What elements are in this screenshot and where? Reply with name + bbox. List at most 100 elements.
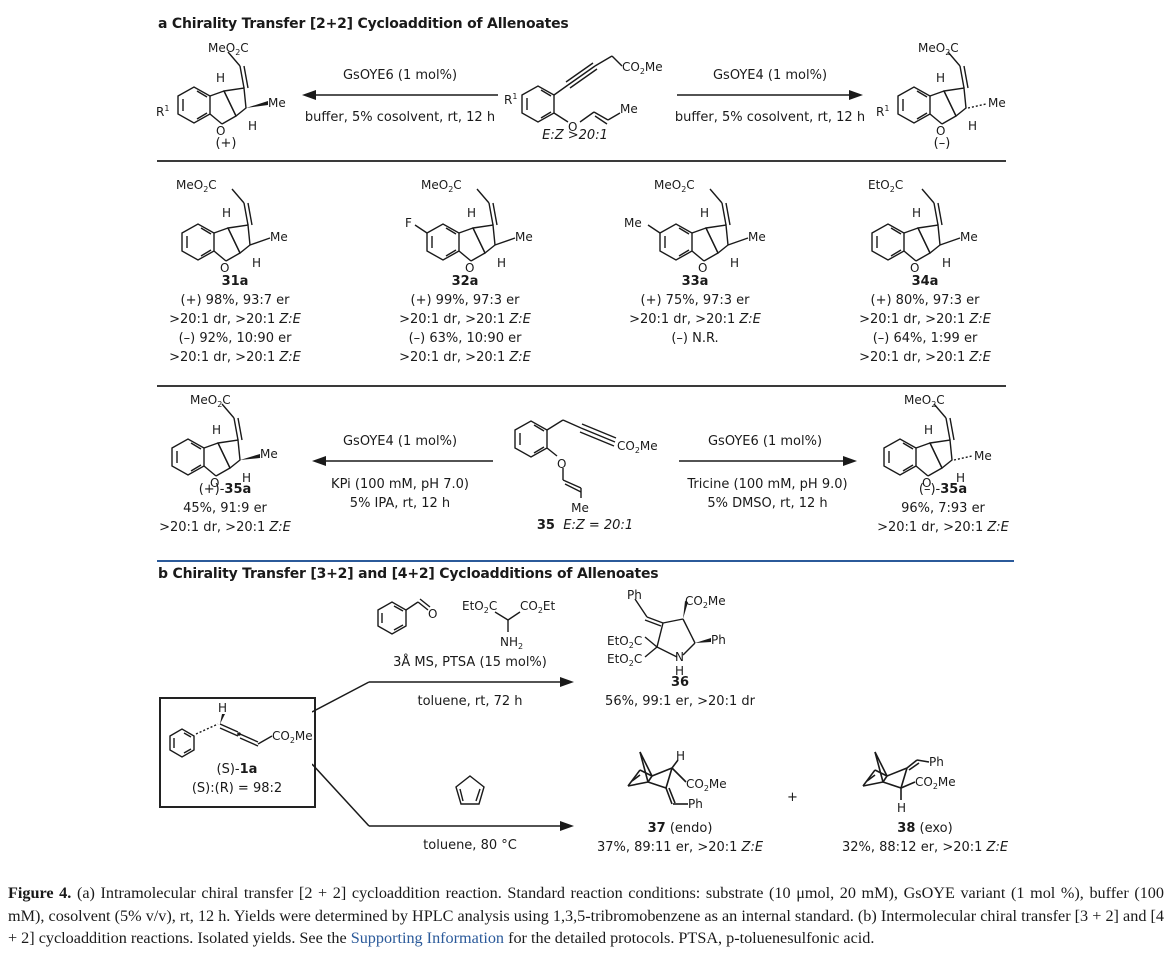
config-prefix: (S)- [216, 762, 240, 777]
compound-id: 1a [239, 762, 258, 777]
ez-ratio: E:Z = 20:1 [563, 518, 634, 533]
svg-text:H: H [942, 256, 951, 270]
svg-text:MeO2C: MeO2C [904, 393, 945, 409]
svg-text:H: H [248, 119, 257, 133]
svg-text:Ph: Ph [929, 755, 944, 769]
substituent-label: Me [624, 216, 642, 230]
substrate-35-me: Me [571, 501, 589, 515]
svg-text:N: N [675, 650, 684, 664]
svg-text:O: O [465, 261, 474, 275]
svg-text:O: O [210, 476, 219, 490]
section-b-title: b Chirality Transfer [3+2] and [4+2] Cyc… [158, 566, 659, 582]
svg-text:Me: Me [974, 449, 992, 463]
result-line: >20:1 dr, >20:1 Z:E [399, 312, 531, 327]
svg-text:EtO2C: EtO2C [607, 652, 642, 668]
result-line: >20:1 dr, >20:1 Z:E [159, 520, 291, 535]
product-id: 37 [647, 821, 666, 836]
svg-text:Ph: Ph [627, 588, 642, 602]
svg-text:MeO2C: MeO2C [190, 393, 231, 409]
caption-text-1: (a) Intramolecular chiral transfer [2 + … [8, 884, 1164, 947]
svg-text:O: O [568, 120, 577, 134]
result-line: >20:1 dr, >20:1 Z:E [629, 312, 761, 327]
result-line: 96%, 7:93 er [901, 501, 985, 516]
product-id: 34a [911, 274, 939, 289]
result-line: (+) 98%, 93:7 er [180, 293, 290, 308]
top-substrate-structure: CO2Me OMe R1 [504, 55, 663, 134]
product-33a-info: 33a (+) 75%, 97:3 er >20:1 dr, >20:1 Z:E… [610, 272, 780, 348]
top-left-arrow-conditions: buffer, 5% cosolvent, rt, 12 h [304, 110, 496, 125]
svg-text:O: O [936, 124, 945, 138]
result-line: >20:1 dr, >20:1 Z:E [859, 312, 991, 327]
divider [157, 160, 1006, 162]
product-plus-35a-info: (+)-35a 45%, 91:9 er >20:1 dr, >20:1 Z:E [140, 480, 310, 537]
condition-line: Tricine (100 mM, pH 9.0) [687, 477, 848, 492]
svg-text:O: O [698, 261, 707, 275]
product-minus-35a-info: (–)-35a 96%, 7:93 er >20:1 dr, >20:1 Z:E [858, 480, 1028, 537]
upper-arrow-conditions: toluene, rt, 72 h [417, 694, 523, 709]
scheme35-right-conditions: Tricine (100 mM, pH 9.0) 5% DMSO, rt, 12… [675, 475, 860, 513]
result-line: (–) N.R. [671, 331, 719, 346]
substituent-label: F [405, 216, 412, 230]
svg-text:H: H [497, 256, 506, 270]
product-36-info: 36 56%, 99:1 er, >20:1 dr [580, 673, 780, 711]
svg-text:O: O [922, 476, 931, 490]
svg-text:H: H [897, 801, 906, 815]
svg-text:H: H [700, 206, 709, 220]
allenoate-1a-label: (S)-1a (S):(R) = 98:2 [162, 760, 312, 798]
svg-text:H: H [212, 423, 221, 437]
product-id: 38 [897, 821, 916, 836]
section-divider [157, 560, 1014, 562]
svg-text:NH2: NH2 [500, 635, 523, 650]
scheme35-right-reagent: GsOYE6 (1 mol%) [707, 434, 823, 449]
svg-text:Me: Me [268, 96, 286, 110]
svg-text:CO2Et: CO2Et [520, 599, 556, 615]
condition-line: 5% DMSO, rt, 12 h [707, 496, 828, 511]
svg-text:H: H [218, 702, 227, 715]
top-left-arrow-reagent: GsOYE6 (1 mol%) [342, 68, 458, 83]
product-32a-info: 32a (+) 99%, 97:3 er >20:1 dr, >20:1 Z:E… [380, 272, 550, 367]
svg-text:CO2Me: CO2Me [617, 439, 658, 455]
svg-text:Me: Me [620, 102, 638, 116]
svg-text:O: O [216, 124, 225, 138]
sign-prefix: (–)- [918, 482, 941, 497]
svg-text:H: H [956, 471, 965, 485]
upper-arrow-reagents: 3Å MS, PTSA (15 mol%) [393, 655, 547, 670]
product-tag: (endo) [669, 821, 713, 836]
result-line: (+) 80%, 97:3 er [870, 293, 980, 308]
product-31a-info: 31a (+) 98%, 93:7 er >20:1 dr, >20:1 Z:E… [150, 272, 320, 367]
svg-text:H: H [252, 256, 261, 270]
ester-label: MeO2C [208, 41, 249, 57]
product-id: 36 [670, 675, 690, 690]
top-substrate-ez-label: E:Z >20:1 [542, 128, 608, 143]
right-arrow [677, 90, 863, 100]
svg-text:R1: R1 [876, 104, 889, 119]
svg-text:H: H [467, 206, 476, 220]
svg-text:Ph: Ph [711, 633, 726, 647]
top-right-product-sign: (–) [933, 136, 951, 151]
svg-text:MeO2C: MeO2C [654, 178, 695, 194]
svg-text:CO2Me: CO2Me [622, 60, 663, 76]
result-line: >20:1 dr, >20:1 Z:E [859, 350, 991, 365]
svg-text:H: H [924, 423, 933, 437]
result-line: (–) 64%, 1:99 er [872, 331, 978, 346]
svg-text:MeO2C: MeO2C [421, 178, 462, 194]
svg-text:O: O [220, 261, 229, 275]
product-id: 31a [221, 274, 249, 289]
result-line: (–) 63%, 10:90 er [408, 331, 522, 346]
svg-text:CO2Me: CO2Me [272, 729, 312, 745]
substrate-id: 35 [536, 518, 555, 533]
svg-text:H: H [912, 206, 921, 220]
supporting-information-link[interactable]: Supporting Information [350, 929, 505, 947]
svg-text:H: H [968, 119, 977, 133]
result-line: 37%, 89:11 er, >20:1 Z:E [596, 840, 764, 855]
svg-text:H: H [222, 206, 231, 220]
scheme35-right-arrow [679, 456, 857, 466]
product-id: 32a [451, 274, 479, 289]
caption-text-2: for the detailed protocols. PTSA, p-tolu… [504, 929, 875, 947]
